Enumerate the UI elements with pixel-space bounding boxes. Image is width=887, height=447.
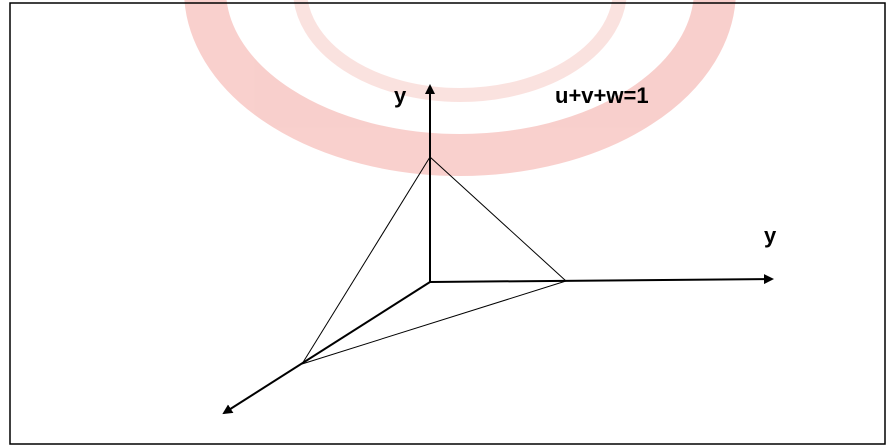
plane-triangle [301, 156, 567, 365]
horizontal-axis-label: y [764, 223, 777, 248]
horizontal-axis [429, 274, 774, 285]
watermark-arc-inner [293, 0, 627, 102]
diagram-frame [9, 2, 886, 445]
triangle-edge-top-right [429, 156, 567, 282]
triangle-edge-top-left [301, 156, 431, 365]
plane-equation-label: u+v+w=1 [555, 83, 649, 108]
vertical-axis-label: y [394, 83, 407, 108]
watermark-logo [184, 0, 736, 176]
depth-axis [222, 281, 431, 415]
triangle-edge-bottom [301, 280, 567, 365]
watermark-arc-outer [184, 0, 736, 176]
